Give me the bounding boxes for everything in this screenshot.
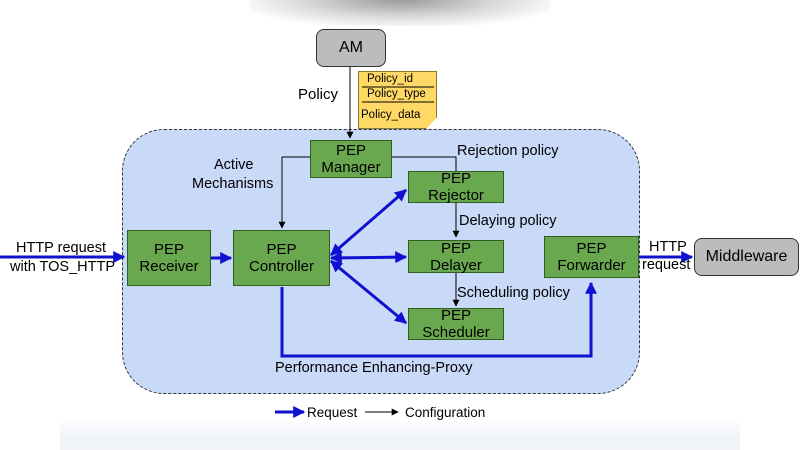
- pep-rejector-line1: PEP: [440, 170, 471, 187]
- container-title: Performance Enhancing-Proxy: [275, 360, 473, 376]
- policy-data-field: Policy_data: [361, 109, 421, 121]
- active-mechanisms-line2: Mechanisms: [192, 176, 274, 192]
- http-request-out-line1: HTTP: [649, 239, 687, 255]
- pep-receiver-box[interactable]: PEP Receiver: [127, 230, 211, 286]
- rejection-policy-label: Rejection policy: [457, 143, 559, 159]
- policy-id-field: Policy_id: [367, 73, 414, 85]
- http-request-in-line2: with TOS_HTTP: [10, 259, 116, 275]
- middleware-node[interactable]: Middleware: [694, 238, 799, 276]
- controller-delayer-arrow: [329, 251, 408, 264]
- scheduling-policy-label: Scheduling policy: [457, 285, 570, 301]
- pep-forwarder-line1: PEP: [576, 240, 607, 257]
- am-label: AM: [339, 39, 363, 56]
- am-node[interactable]: AM: [316, 29, 386, 67]
- pep-receiver-line1: PEP: [153, 241, 184, 258]
- pep-manager-line2: Manager: [321, 159, 381, 176]
- pep-receiver-line2: Receiver: [139, 258, 199, 275]
- pep-rejector-box[interactable]: PEP Rejector: [408, 170, 504, 204]
- controller-rejector-arrow: [330, 188, 407, 257]
- manager-to-rejector-line: [392, 156, 457, 171]
- legend-request-label: Request: [307, 405, 358, 420]
- pep-delayer-line1: PEP: [440, 239, 471, 257]
- pep-scheduler-line2: Scheduler: [422, 324, 490, 341]
- controller-to-forwarder-arrow: [280, 281, 597, 358]
- pep-delayer-line2: Delayer: [430, 256, 482, 274]
- controller-scheduler-arrow: [330, 259, 407, 325]
- middleware-label: Middleware: [705, 248, 788, 265]
- pep-forwarder-box[interactable]: PEP Forwarder: [544, 236, 639, 278]
- pep-controller-line1: PEP: [266, 241, 297, 258]
- policy-label: Policy: [298, 86, 339, 103]
- pep-scheduler-line1: PEP: [440, 307, 471, 324]
- pep-forwarder-line2: Forwarder: [557, 257, 626, 274]
- pep-scheduler-box[interactable]: PEP Scheduler: [408, 307, 504, 341]
- pep-manager-box[interactable]: PEP Manager: [310, 140, 392, 178]
- legend-configuration-label: Configuration: [405, 405, 486, 420]
- delaying-policy-label: Delaying policy: [459, 213, 557, 229]
- http-request-in-line1: HTTP request: [16, 240, 106, 256]
- bottom-shadow: [60, 420, 740, 450]
- pep-controller-line2: Controller: [248, 258, 315, 275]
- http-request-out-line2: request: [642, 257, 691, 273]
- policy-note: [358, 71, 437, 129]
- pep-rejector-line2: Rejector: [428, 187, 484, 204]
- pep-delayer-box[interactable]: PEP Delayer: [408, 239, 504, 274]
- pep-manager-line1: PEP: [335, 142, 366, 159]
- active-mechanisms-line1: Active: [214, 157, 254, 173]
- pep-controller-box[interactable]: PEP Controller: [233, 230, 330, 286]
- policy-type-field: Policy_type: [367, 88, 426, 100]
- top-shadow: [250, 0, 550, 26]
